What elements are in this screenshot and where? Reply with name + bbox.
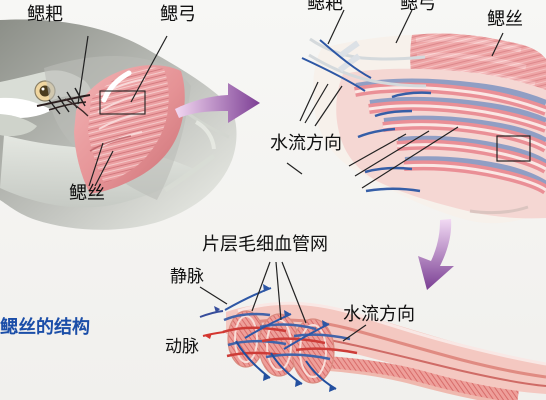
water-flow-label-upper: 水流方向 xyxy=(270,133,342,154)
right-gill-filament-label: 鳃丝 xyxy=(487,9,523,30)
gill-detail-illustration xyxy=(301,33,546,224)
purple-flow-arrow-vertical xyxy=(418,219,454,290)
lower-pointer-lines xyxy=(199,261,367,342)
left-pointer-lines xyxy=(77,35,168,187)
water-flow-label-lower: 水流方向 xyxy=(343,304,415,325)
artery-label: 动脉 xyxy=(165,337,199,357)
purple-flow-arrow-horizontal xyxy=(175,83,260,123)
diagram-title: 鳃丝的结构 xyxy=(0,317,90,338)
left-gill-arch-label: 鳃弓 xyxy=(160,4,196,25)
capillary-network-illustration xyxy=(199,284,546,400)
right-gill-arch-label: 鳃弓 xyxy=(400,0,436,14)
vein-label: 静脉 xyxy=(170,267,204,287)
left-gill-filament-label: 鳃丝 xyxy=(69,183,105,204)
left-gill-raker-label: 鳃耙 xyxy=(27,4,63,25)
fish-head-illustration xyxy=(0,19,237,230)
capillary-network-label: 片层毛细血管网 xyxy=(202,234,328,255)
right-pointer-lines xyxy=(286,9,504,189)
right-gill-raker-label: 鳃耙 xyxy=(307,0,343,14)
